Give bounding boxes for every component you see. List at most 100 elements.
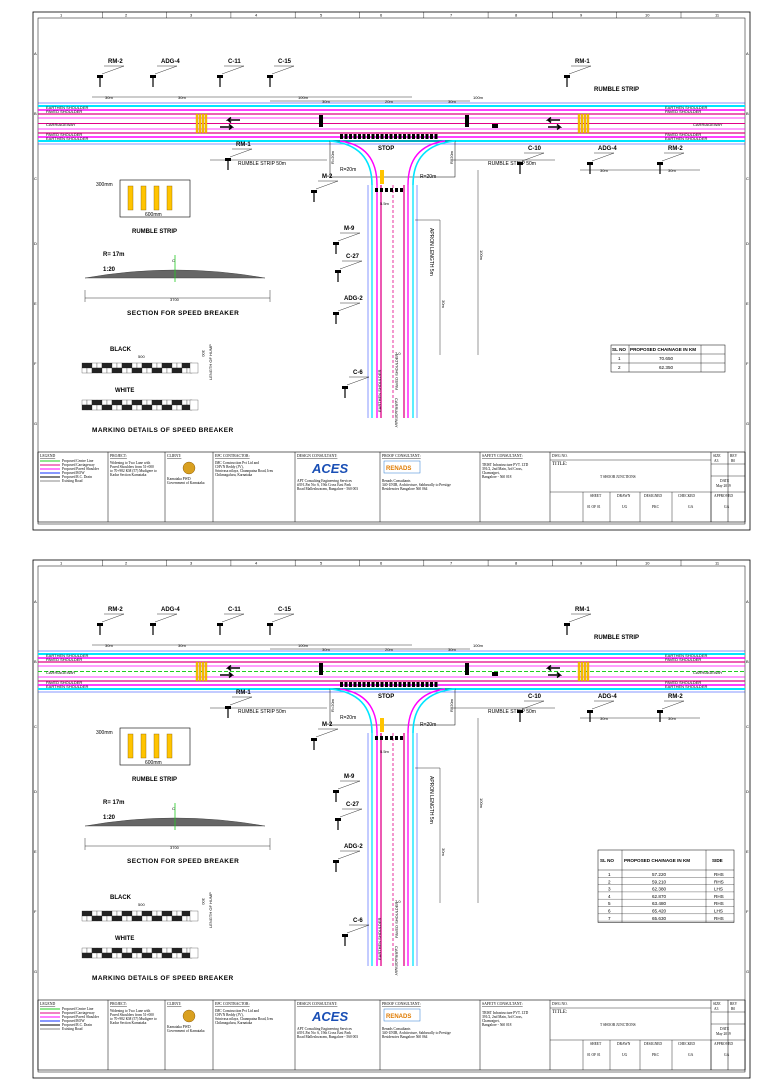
legend-item: Existing Road <box>62 479 83 483</box>
marking-cell <box>146 367 153 374</box>
grid-letter-left: B <box>34 659 37 664</box>
checked-head: CHECKED <box>678 494 695 498</box>
stop-line-block <box>362 134 366 139</box>
rev-head: REV <box>730 454 738 458</box>
grid-number-top: 3 <box>190 561 193 566</box>
road-stud-marker <box>319 115 323 127</box>
table-border <box>597 849 735 923</box>
dim-30m-2: 30m <box>178 95 186 100</box>
side-earthen-shoulder: EARTHEN SHOULDER <box>377 370 382 412</box>
sign-c15-leader2 <box>271 65 295 75</box>
legend-item: Proposed Paved Shoulder <box>62 1015 100 1019</box>
turn-arrow-marker <box>492 672 498 676</box>
grid-letter-right: E <box>746 849 749 854</box>
centre-mark: C <box>172 258 175 263</box>
date-val: May 2019 <box>716 1032 731 1036</box>
safety-text: 391/2, 2nd Main, 3rd Cross, <box>482 467 523 472</box>
rumble-strip-bar <box>198 113 202 134</box>
legend-item: Proposed Paved Shoulder <box>62 467 100 471</box>
marking-cell <box>171 399 178 406</box>
date-val: May 2019 <box>716 484 731 488</box>
curb-curve-right <box>407 140 446 186</box>
legend-item: Existing Road <box>62 1027 83 1031</box>
sign-c27-label: C-27 <box>346 802 360 808</box>
sheet-val: 01 OF 01 <box>587 1053 601 1057</box>
table-header-chainage: PROPOSED CHAINAGE IN KM <box>630 347 696 352</box>
rumble-detail-bar <box>166 733 173 759</box>
label-length-of-hump: LENGTH OF HUMP <box>208 892 213 928</box>
dwg-no-head: DWG NO. <box>552 454 568 458</box>
marking-cell <box>141 952 148 959</box>
sign-c11-sign <box>217 623 223 626</box>
size-val: A3 <box>714 459 719 463</box>
grid-number-top: 11 <box>715 561 720 566</box>
client-text: Government of Karnataka <box>167 481 205 485</box>
stop-line-block <box>371 682 375 687</box>
sign-rm1-left-label: RM-1 <box>236 690 251 696</box>
side-rumble <box>380 170 384 184</box>
sign-c10-leader2 <box>521 700 545 710</box>
sign-c15-sign <box>267 623 273 626</box>
sign-c15-label: C-15 <box>278 607 292 613</box>
design-head: DESIGN CONSULTANT: <box>297 1002 337 1006</box>
grid-number-top: 6 <box>380 561 383 566</box>
sign-adg4-right-leader2 <box>591 152 615 162</box>
client-head: CLIENT: <box>167 454 181 458</box>
table-cell-side: RHS <box>714 901 724 906</box>
grid-number-top: 10 <box>645 13 650 18</box>
sign-c11-leader2 <box>221 613 245 623</box>
curb-curve-left-outer <box>329 140 373 186</box>
grid-letter-right: F <box>746 361 749 366</box>
sign-rm1-right-label: RM-1 <box>575 607 590 613</box>
sign-rm2-leader2 <box>101 613 125 623</box>
marking-cell <box>86 367 93 374</box>
label-rumble-strip-title: RUMBLE STRIP <box>132 777 177 783</box>
marking-cell <box>91 399 98 406</box>
label-rumble-strip-50m-right: RUMBLE STRIP 50m <box>488 709 536 715</box>
title-head: TITLE: <box>552 1010 567 1015</box>
marking-cell <box>156 404 163 411</box>
design-logo: ACES <box>311 461 348 476</box>
marking-cell <box>136 367 143 374</box>
marking-cell <box>151 362 158 369</box>
label-slope: 1:20 <box>103 815 116 821</box>
stop-line-block <box>376 134 379 139</box>
client-text: Karnataka PWD <box>167 477 191 481</box>
marking-cell <box>111 952 118 959</box>
label-earthen-shoulder-left: EARTHEN SHOULDER <box>46 105 88 110</box>
proof-text: 340-UNIR, Architecture, Sabbavally to Pr… <box>382 483 451 488</box>
side-stop-block <box>375 736 378 740</box>
grid-letter-left: B <box>34 111 37 116</box>
sign-c6-sign <box>342 934 348 937</box>
table-cell-slno: 7 <box>608 916 611 921</box>
marking-cell <box>141 915 148 922</box>
stop-line-block <box>344 134 348 139</box>
label-section-speed-breaker: SECTION FOR SPEED BREAKER <box>127 310 239 317</box>
sign-c27-leader2 <box>339 808 363 818</box>
marking-cell <box>171 404 178 411</box>
marking-cell <box>101 399 108 406</box>
side-carriageway: CARRIAGEWAY <box>394 398 399 428</box>
marking-cell <box>96 915 103 922</box>
size-head: SIZE <box>713 1002 721 1006</box>
label-3700: 3700 <box>170 845 180 850</box>
marking-cell <box>106 947 113 954</box>
road-stud-marker <box>465 115 469 127</box>
grid-number-top: 4 <box>255 561 258 566</box>
marking-cell <box>176 910 183 917</box>
rumble-detail-bar <box>153 733 160 759</box>
sign-rm2-leader2 <box>101 65 125 75</box>
dim-30m-r2: 30m <box>668 168 676 173</box>
marking-cell <box>151 367 158 374</box>
dim-30m-r: 30m <box>600 716 608 721</box>
label-300: 300 <box>201 350 206 357</box>
marking-cell <box>121 952 128 959</box>
grid-number-top: 5 <box>320 561 323 566</box>
project-head: PROJECT: <box>110 1002 127 1006</box>
design-logo-bg <box>310 1009 350 1023</box>
label-stop: STOP <box>378 694 394 700</box>
table-cell-slno: 1 <box>618 356 621 361</box>
marking-cell <box>91 367 98 374</box>
